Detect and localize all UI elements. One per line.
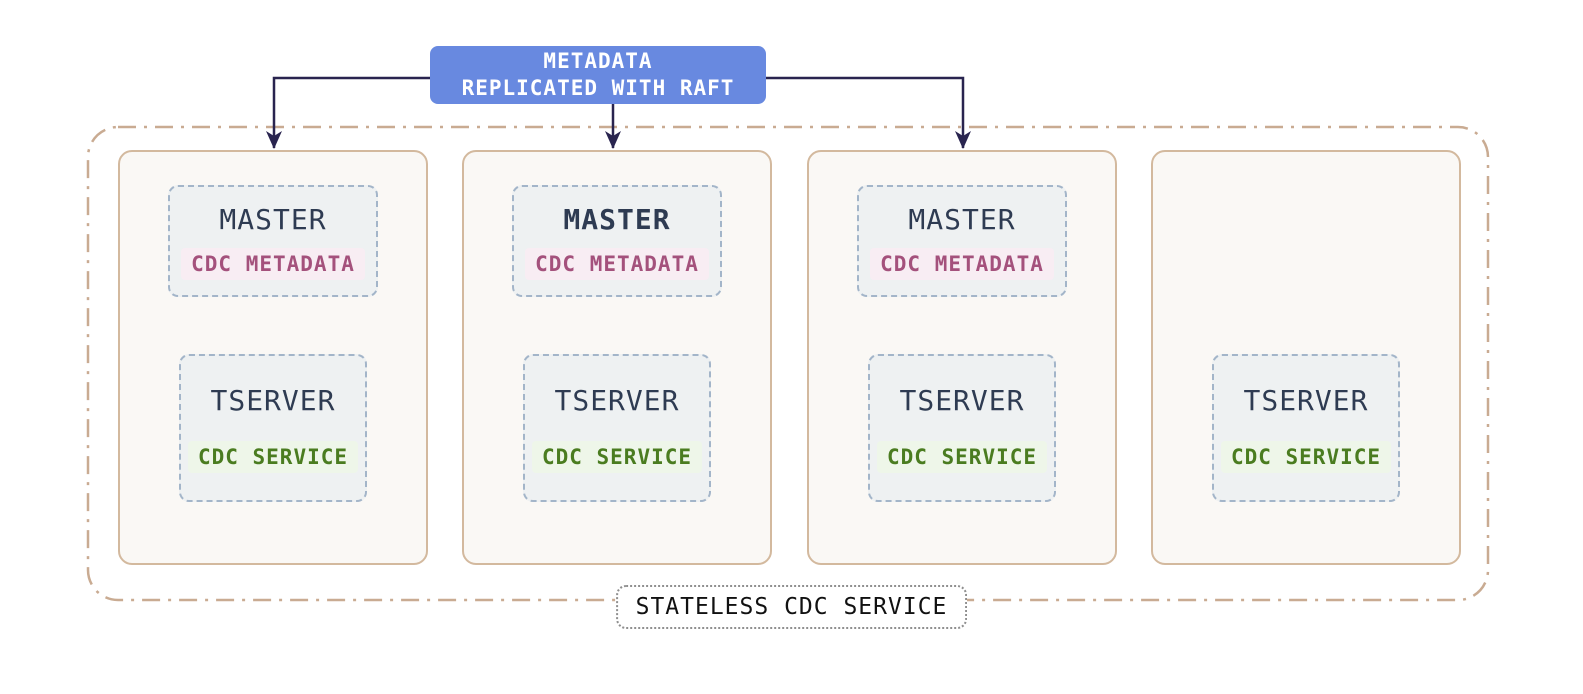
node-3-master-box: MASTER CDC METADATA bbox=[857, 185, 1067, 297]
cdc-service-badge: CDC SERVICE bbox=[1220, 440, 1392, 473]
raft-arrow-left-connector bbox=[266, 76, 430, 149]
node-2-master-box: MASTER CDC METADATA bbox=[512, 185, 722, 297]
stateless-cdc-service-label: STATELESS CDC SERVICE bbox=[615, 585, 968, 629]
tserver-label: TSERVER bbox=[554, 383, 680, 417]
banner-line-2: REPLICATED WITH RAFT bbox=[461, 76, 735, 100]
raft-replication-banner: METADATA REPLICATED WITH RAFT bbox=[430, 46, 766, 104]
tserver-label: TSERVER bbox=[1243, 383, 1369, 417]
node-4: TSERVER CDC SERVICE bbox=[1151, 150, 1461, 565]
cdc-metadata-badge: CDC METADATA bbox=[181, 247, 365, 280]
master-label: MASTER bbox=[908, 202, 1016, 236]
cdc-metadata-badge: CDC METADATA bbox=[870, 247, 1054, 280]
node-1: MASTER CDC METADATA TSERVER CDC SERVICE bbox=[118, 150, 428, 565]
node-2: MASTER CDC METADATA TSERVER CDC SERVICE bbox=[462, 150, 772, 565]
tserver-label: TSERVER bbox=[210, 383, 336, 417]
cdc-service-badge: CDC SERVICE bbox=[531, 440, 703, 473]
node-1-tserver-box: TSERVER CDC SERVICE bbox=[179, 354, 367, 502]
master-leader-label: MASTER bbox=[563, 202, 671, 236]
node-1-master-box: MASTER CDC METADATA bbox=[168, 185, 378, 297]
cdc-service-badge: CDC SERVICE bbox=[187, 440, 359, 473]
node-4-tserver-box: TSERVER CDC SERVICE bbox=[1212, 354, 1400, 502]
node-3: MASTER CDC METADATA TSERVER CDC SERVICE bbox=[807, 150, 1117, 565]
raft-arrow-right-connector bbox=[766, 76, 971, 149]
tserver-label: TSERVER bbox=[899, 383, 1025, 417]
banner-line-1: METADATA bbox=[543, 48, 653, 73]
cdc-metadata-badge: CDC METADATA bbox=[525, 247, 709, 280]
cdc-service-badge: CDC SERVICE bbox=[876, 440, 1048, 473]
node-3-tserver-box: TSERVER CDC SERVICE bbox=[868, 354, 1056, 502]
master-label: MASTER bbox=[219, 202, 327, 236]
node-2-tserver-box: TSERVER CDC SERVICE bbox=[523, 354, 711, 502]
